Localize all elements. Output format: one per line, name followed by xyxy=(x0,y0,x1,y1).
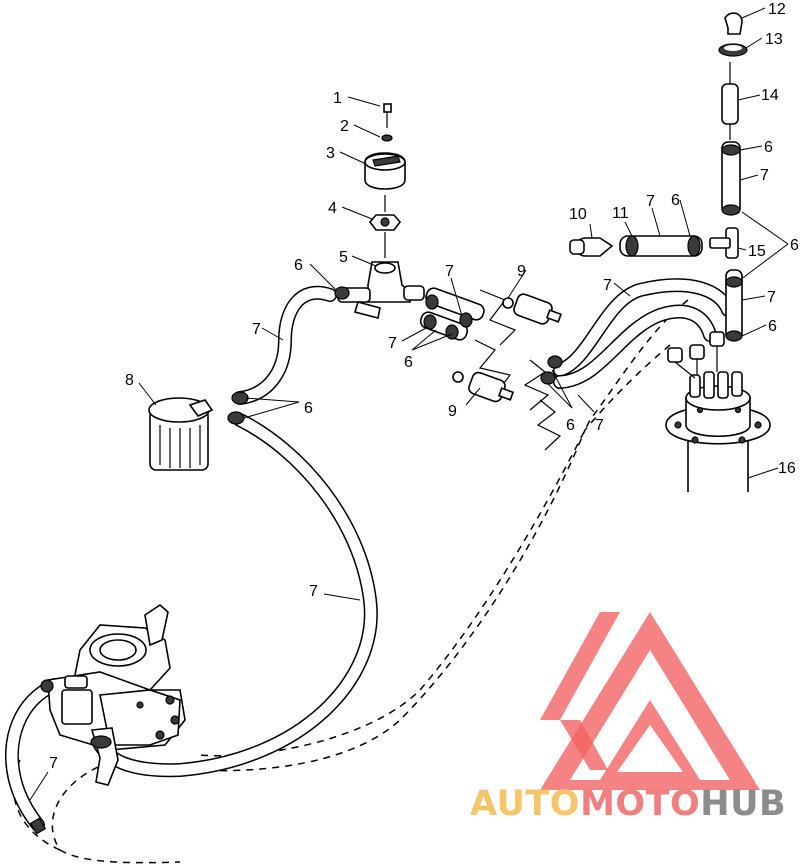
callout-7-tank-hose: 7 xyxy=(603,277,612,294)
callout-7-drain-hose: 7 xyxy=(49,755,58,772)
callout-9-lower: 9 xyxy=(448,403,457,420)
hose-fittings-center xyxy=(419,287,563,451)
watermark-text: AUTOMOTOHUB xyxy=(470,784,786,824)
watermark-logo xyxy=(540,612,760,790)
fuel-tank-pickup-16 xyxy=(665,331,771,492)
callout-2: 2 xyxy=(340,118,349,135)
watermark-auto: AUTO xyxy=(470,784,580,824)
callout-12: 12 xyxy=(768,1,786,18)
callout-5: 5 xyxy=(339,249,348,266)
callout-11: 11 xyxy=(612,205,629,222)
callout-7-short-hose-lower: 7 xyxy=(388,335,397,352)
return-line-dashed xyxy=(199,299,689,757)
callout-6-lower-vent: 6 xyxy=(768,318,777,335)
callout-13: 13 xyxy=(765,31,783,48)
callout-8: 8 xyxy=(125,372,134,389)
callout-7-vent-vertical: 7 xyxy=(760,167,769,184)
callout-6-tank-hose-clamps: 6 xyxy=(566,417,575,434)
callout-3: 3 xyxy=(326,145,335,162)
callout-7-valve-hose: 7 xyxy=(252,321,261,338)
callout-10: 10 xyxy=(569,206,587,223)
callout-7-return-hose: 7 xyxy=(595,417,604,434)
fuel-filter-8 xyxy=(148,391,249,471)
callout-7-vent-horizontal: 7 xyxy=(646,193,655,210)
callout-6-filter-clamps: 6 xyxy=(304,400,313,417)
callout-9-upper: 9 xyxy=(517,263,526,280)
callout-15: 15 xyxy=(748,243,766,260)
callout-6-center-clamps: 6 xyxy=(404,354,413,371)
callout-4: 4 xyxy=(328,200,337,217)
callout-14: 14 xyxy=(761,87,779,104)
callout-7-short-hose-upper: 7 xyxy=(445,263,454,280)
watermark-hub: HUB xyxy=(700,784,786,824)
carburetor xyxy=(40,603,186,786)
watermark-moto: MOTO xyxy=(580,784,700,824)
vent-line-assembly xyxy=(569,12,748,342)
callout-6-upper-vent: 6 xyxy=(764,139,773,156)
callout-7-vent-lower: 7 xyxy=(767,289,776,306)
callout-7-carb-hose: 7 xyxy=(309,583,318,600)
callout-6-valve-clamp: 6 xyxy=(294,257,303,274)
callout-labels: 1 2 3 4 5 6 6 6 6 6 6 6 6 7 7 7 7 7 7 7 … xyxy=(49,1,799,772)
fuel-valve-assembly xyxy=(334,103,425,319)
callout-6-vent-right: 6 xyxy=(790,237,799,254)
callout-6-vent-hose: 6 xyxy=(671,192,680,209)
callout-1: 1 xyxy=(333,90,342,107)
leader-lines xyxy=(29,7,789,801)
callout-16: 16 xyxy=(778,460,796,477)
